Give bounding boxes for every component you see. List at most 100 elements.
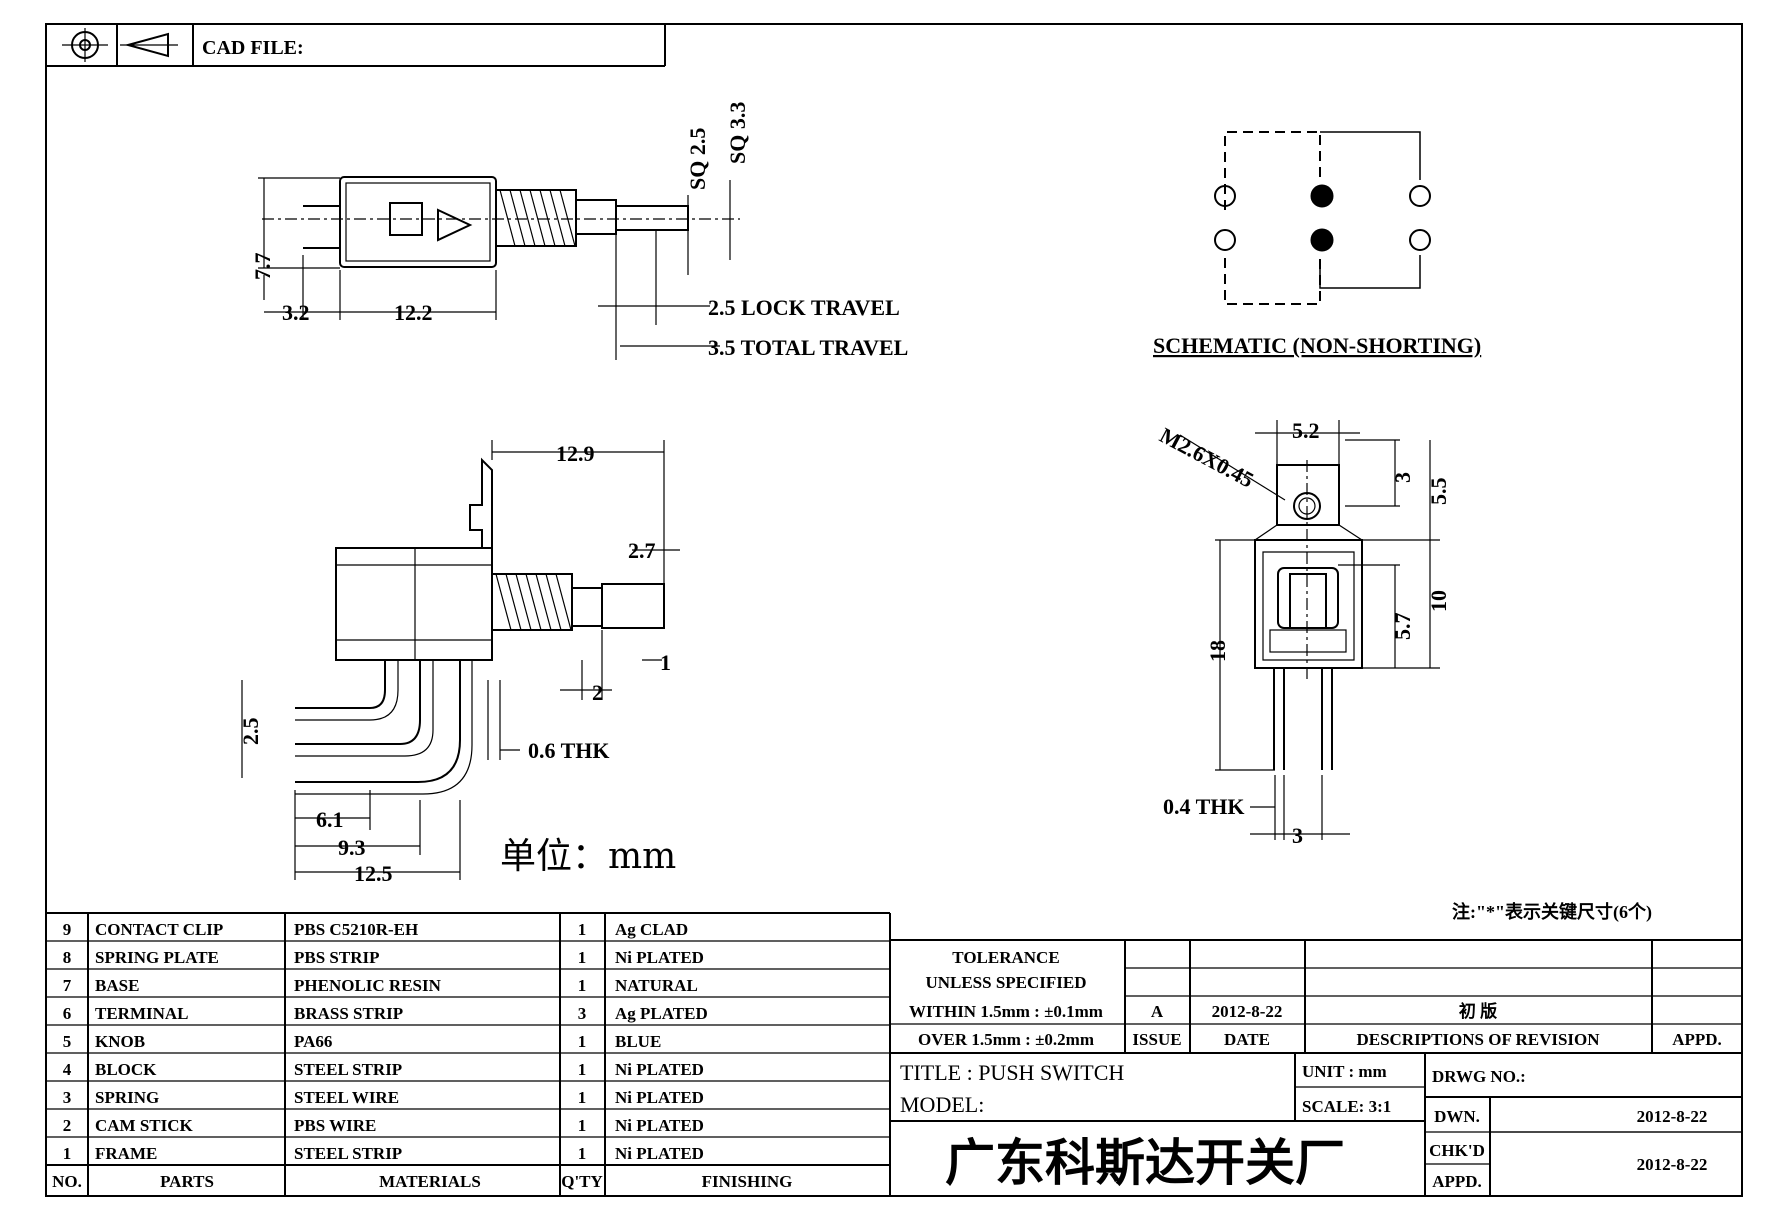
table-row: 6 TERMINAL BRASS STRIP 3 Ag PLATED bbox=[63, 1004, 708, 1023]
key-dimension-note: 注:"*"表示关键尺寸(6个) bbox=[1452, 901, 1652, 923]
part-no: 5 bbox=[63, 1032, 72, 1051]
unit-label: UNIT : mm bbox=[1302, 1062, 1387, 1081]
dim-12-5: 12.5 bbox=[354, 861, 393, 886]
part-material: PBS WIRE bbox=[294, 1116, 376, 1135]
thread-label: M2.6X0.45 bbox=[1156, 422, 1258, 492]
part-material: STEEL WIRE bbox=[294, 1088, 399, 1107]
dim-6-1: 6.1 bbox=[316, 807, 344, 832]
part-no: 7 bbox=[63, 976, 72, 995]
drawn-label: DWN. bbox=[1434, 1107, 1480, 1126]
revision-description-label: DESCRIPTIONS OF REVISION bbox=[1356, 1030, 1600, 1049]
dim-2-7: 2.7 bbox=[628, 538, 656, 563]
schematic-terminal bbox=[1310, 228, 1334, 252]
drawing-number-label: DRWG NO.: bbox=[1432, 1067, 1526, 1086]
part-name: TERMINAL bbox=[95, 1004, 189, 1023]
tolerance-over: OVER 1.5mm : ±0.2mm bbox=[918, 1030, 1094, 1049]
part-no: 9 bbox=[63, 920, 72, 939]
schematic-terminal bbox=[1409, 229, 1431, 251]
side-view-top: 7.7 3.2 12.2 SQ 2.5 SQ 3.3 2.5 LOCK TRAV… bbox=[250, 102, 908, 360]
part-name: BASE bbox=[95, 976, 139, 995]
part-finishing: Ni PLATED bbox=[615, 948, 704, 967]
model-label: MODEL: bbox=[900, 1092, 984, 1117]
dim-sq-2-5: SQ 2.5 bbox=[685, 128, 710, 190]
date-label: DATE bbox=[1224, 1030, 1270, 1049]
dim-3-top: 3 bbox=[1390, 472, 1415, 483]
dim-5-2: 5.2 bbox=[1292, 418, 1320, 443]
part-qty: 1 bbox=[578, 1144, 587, 1163]
col-materials-header: MATERIALS bbox=[379, 1172, 481, 1191]
table-row: 8 SPRING PLATE PBS STRIP 1 Ni PLATED bbox=[63, 948, 704, 967]
dim-5-5: 5.5 bbox=[1426, 478, 1451, 506]
checked-label: CHK'D bbox=[1429, 1141, 1485, 1160]
unless-specified-label: UNLESS SPECIFIED bbox=[925, 973, 1086, 992]
parts-table bbox=[46, 912, 891, 1196]
part-material: PBS STRIP bbox=[294, 948, 380, 967]
schematic-terminal bbox=[1214, 229, 1236, 251]
part-qty: 1 bbox=[578, 976, 587, 995]
part-name: KNOB bbox=[95, 1032, 145, 1051]
part-no: 3 bbox=[63, 1088, 72, 1107]
part-finishing: Ag CLAD bbox=[615, 920, 688, 939]
parts-header: NO. PARTS MATERIALS Q'TY FINISHING bbox=[52, 1172, 792, 1191]
dim-10: 10 bbox=[1426, 590, 1451, 612]
part-name: CAM STICK bbox=[95, 1116, 194, 1135]
dim-7-7: 7.7 bbox=[250, 253, 275, 281]
part-material: PHENOLIC RESIN bbox=[294, 976, 442, 995]
part-name: SPRING PLATE bbox=[95, 948, 219, 967]
schematic-label: SCHEMATIC (NON-SHORTING) bbox=[1153, 333, 1481, 358]
dim-12-2: 12.2 bbox=[394, 300, 433, 325]
col-finishing-header: FINISHING bbox=[702, 1172, 793, 1191]
part-finishing: Ni PLATED bbox=[615, 1088, 704, 1107]
tolerance-label: TOLERANCE bbox=[952, 948, 1059, 967]
col-parts-header: PARTS bbox=[160, 1172, 214, 1191]
part-qty: 1 bbox=[578, 1032, 587, 1051]
part-finishing: Ni PLATED bbox=[615, 1144, 704, 1163]
dim-18: 18 bbox=[1205, 640, 1230, 662]
col-no-header: NO. bbox=[52, 1172, 82, 1191]
schematic: SCHEMATIC (NON-SHORTING) bbox=[1153, 131, 1481, 358]
total-travel-label: 3.5 TOTAL TRAVEL bbox=[708, 335, 908, 360]
part-no: 8 bbox=[63, 948, 72, 967]
part-qty: 1 bbox=[578, 920, 587, 939]
part-material: PBS C5210R-EH bbox=[294, 920, 418, 939]
issue-label: ISSUE bbox=[1132, 1030, 1181, 1049]
part-no: 6 bbox=[63, 1004, 72, 1023]
part-finishing: Ni PLATED bbox=[615, 1116, 704, 1135]
approved-sign-label: APPD. bbox=[1432, 1172, 1482, 1191]
dim-2: 2 bbox=[592, 680, 603, 705]
tolerance-within: WITHIN 1.5mm : ±0.1mm bbox=[909, 1002, 1103, 1021]
thk-0-6-label: 0.6 THK bbox=[528, 738, 610, 763]
drawn-date: 2012-8-22 bbox=[1637, 1107, 1708, 1126]
revision-description: 初 版 bbox=[1459, 1001, 1497, 1021]
part-material: BRASS STRIP bbox=[294, 1004, 403, 1023]
cad-file-label: CAD FILE: bbox=[202, 37, 304, 59]
drawing-title: TITLE : PUSH SWITCH bbox=[900, 1060, 1124, 1085]
header-box: CAD FILE: bbox=[46, 24, 666, 67]
part-material: STEEL STRIP bbox=[294, 1060, 402, 1079]
schematic-terminal bbox=[1214, 185, 1236, 207]
company-name: 广东科斯达开关厂 bbox=[945, 1134, 1345, 1192]
part-name: SPRING bbox=[95, 1088, 159, 1107]
checked-date: 2012-8-22 bbox=[1637, 1155, 1708, 1174]
thk-0-4-label: 0.4 THK bbox=[1163, 794, 1245, 819]
drawing-border bbox=[45, 23, 1743, 1197]
title-block: TOLERANCE UNLESS SPECIFIED WITHIN 1.5mm … bbox=[890, 939, 1742, 1196]
part-qty: 1 bbox=[578, 1060, 587, 1079]
part-name: FRAME bbox=[95, 1144, 157, 1163]
part-material: STEEL STRIP bbox=[294, 1144, 402, 1163]
schematic-terminal bbox=[1310, 184, 1334, 208]
part-finishing: Ni PLATED bbox=[615, 1060, 704, 1079]
part-qty: 3 bbox=[578, 1004, 587, 1023]
part-qty: 1 bbox=[578, 948, 587, 967]
side-view-bottom: 12.9 2.7 1 2 2.5 0.6 THK 6.1 9.3 12.5 单位… bbox=[238, 440, 680, 886]
part-finishing: Ag PLATED bbox=[615, 1004, 708, 1023]
dim-3-2: 3.2 bbox=[282, 300, 310, 325]
scale-label: SCALE: 3:1 bbox=[1302, 1097, 1391, 1116]
